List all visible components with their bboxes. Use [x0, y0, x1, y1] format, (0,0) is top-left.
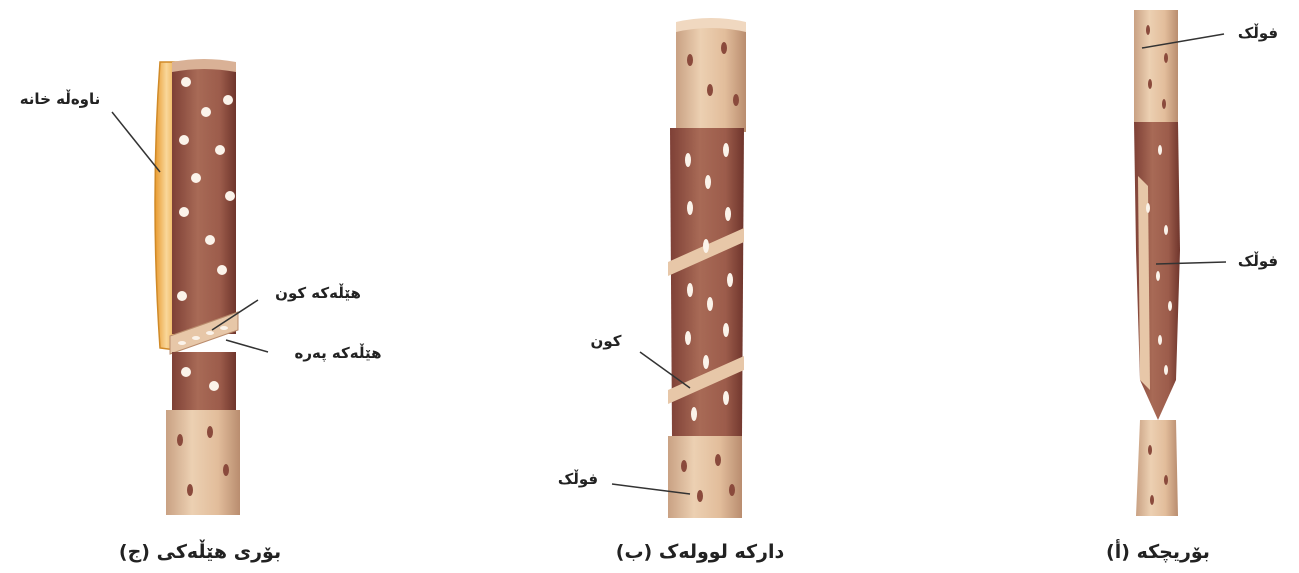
sieve-tube-lower [172, 352, 236, 410]
leader-sieve-plate [226, 340, 268, 352]
sieve-tube-figure: ناوەڵە خانە هێڵەکە کون هێڵەکە پەرە (ج) ب… [20, 59, 382, 563]
tracheid-bottom-cell [1136, 420, 1178, 516]
label-companion-cell: ناوەڵە خانە [20, 89, 101, 108]
leader-companion-cell [112, 112, 160, 172]
sieve-tube-bottom-cell [166, 410, 240, 515]
tracheid-top-cell [1134, 10, 1178, 122]
caption-tracheid: (أ) بۆریچکە [1106, 539, 1210, 563]
label-sieve-plate: هێڵەکە پەرە [294, 343, 381, 363]
caption-vessel: (ب) دارکە لوولەک [616, 541, 785, 563]
label-tracheid-wall-top: فوڵک [1238, 23, 1278, 42]
tracheid-figure: فوڵک فوڵک (أ) بۆریچکە [1106, 10, 1278, 563]
label-tracheid-wall-middle: فوڵک [1238, 251, 1278, 270]
vessel-top-cell [676, 22, 746, 132]
vessel-figure: کون فوڵک (ب) دارکە لوولەک [558, 18, 785, 563]
vessel-bottom-cell [668, 436, 742, 518]
label-vessel-pit: کون [591, 332, 622, 350]
caption-sieve-tube: (ج) بۆری هێڵەکی [119, 539, 281, 563]
label-vessel-wall: فوڵک [558, 469, 598, 488]
label-sieve-plate-pore: هێڵەکە کون [275, 283, 361, 302]
